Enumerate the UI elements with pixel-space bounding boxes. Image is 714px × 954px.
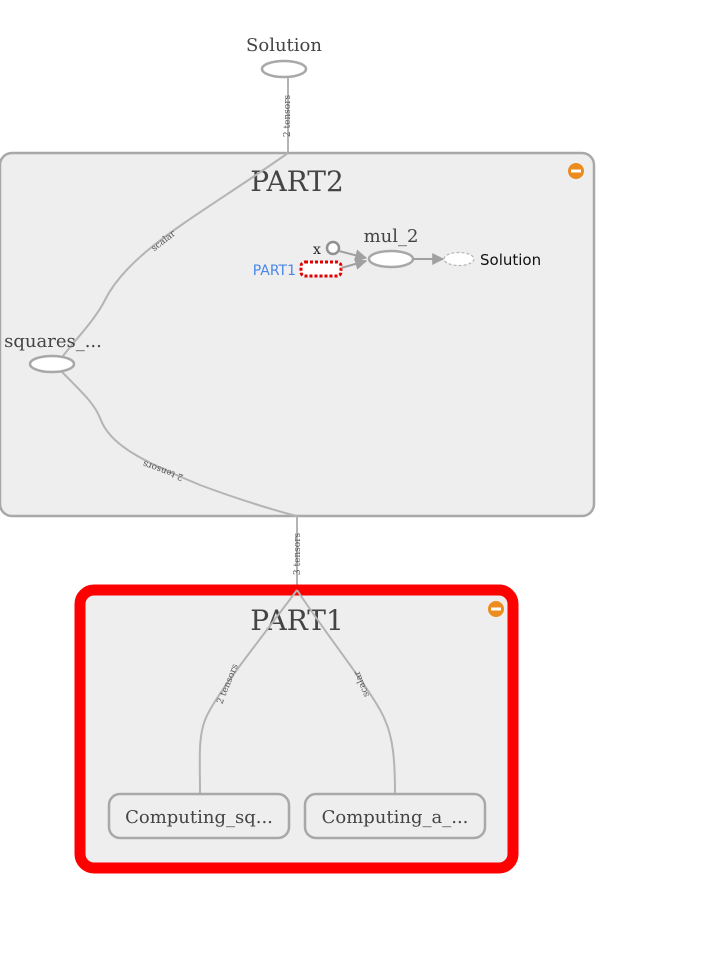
mul2-node[interactable] [367,249,415,269]
computing-a-node[interactable] [303,792,487,840]
edge-part1-mul2 [340,258,368,270]
part1-reference-node[interactable] [299,260,343,278]
solution-node-label: Solution [246,35,322,56]
edge-part2-squares-tensors [61,371,298,517]
edge-x-mul2 [338,249,368,262]
edge-part1-right [296,589,396,794]
computing-sq-node[interactable] [107,792,291,840]
edge-part1-left [198,589,298,794]
part1-collapse-button[interactable] [488,601,504,617]
edge-label-part2-part1: 3 tensors [293,532,303,575]
squares-node[interactable] [28,354,76,374]
solution-output-label: Solution [480,251,541,269]
edge-part2-scalar [62,152,289,357]
solution-output-node[interactable] [443,251,475,267]
part2-collapse-button[interactable] [568,163,584,179]
mul2-node-label: mul_2 [364,226,419,247]
squares-node-label: squares_... [4,331,102,352]
edge-label-solution-part2: 2 tensors [283,94,293,137]
x-input-node[interactable] [325,240,341,256]
part1-reference-label[interactable]: PART1 [253,263,296,279]
part2-title: PART2 [250,165,344,198]
solution-node[interactable] [260,59,308,79]
computing-sq-label: Computing_sq... [125,807,273,828]
computing-a-label: Computing_a_... [322,807,469,828]
x-input-label: x [313,242,321,258]
